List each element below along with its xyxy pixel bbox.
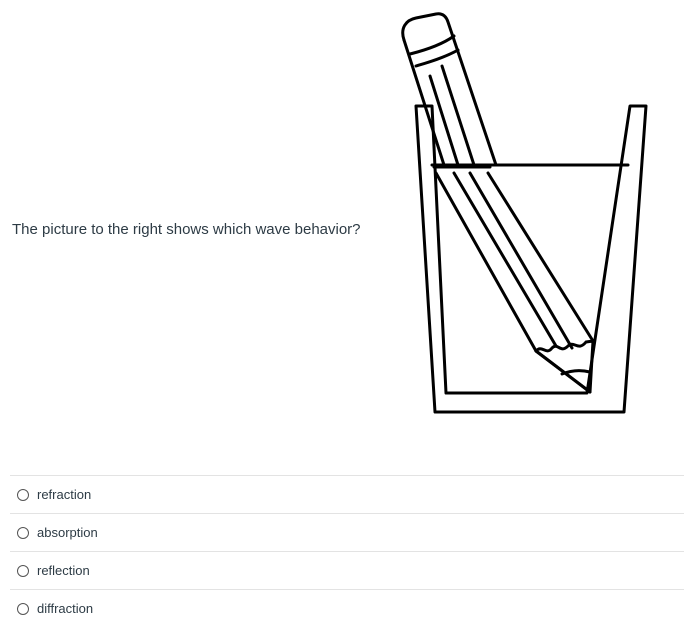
answer-option-diffraction[interactable]: diffraction [10, 589, 684, 627]
question-area: The picture to the right shows which wav… [12, 12, 648, 414]
pencil-in-glass-icon [401, 12, 648, 414]
radio-button-icon[interactable] [17, 602, 29, 615]
pencil-upper [401, 12, 498, 167]
answer-option-reflection[interactable]: reflection [10, 551, 684, 589]
answer-option-refraction[interactable]: refraction [10, 475, 684, 513]
radio-button-icon[interactable] [17, 526, 29, 539]
question-text: The picture to the right shows which wav… [12, 221, 361, 238]
answer-list: refraction absorption reflection diffrac… [10, 475, 684, 627]
answer-label: absorption [37, 524, 98, 540]
glass-outline [414, 104, 648, 414]
radio-button-icon[interactable] [17, 564, 29, 577]
answer-label: refraction [37, 486, 92, 502]
radio-button-icon[interactable] [17, 488, 29, 501]
answer-label: diffraction [37, 600, 94, 616]
answer-label: reflection [37, 562, 90, 578]
answer-option-absorption[interactable]: absorption [10, 513, 684, 551]
